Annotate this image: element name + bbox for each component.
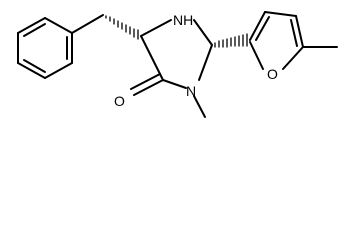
hashed-stereo-bond-c5 — [105, 15, 139, 40]
carbonyl-oxygen-label: O — [114, 93, 125, 109]
amine-nh-label: NH — [173, 12, 193, 28]
furan-ring — [249, 11, 304, 70]
hashed-stereo-bond-c2 — [214, 33, 248, 48]
carbonyl-group — [130, 73, 164, 96]
benzene-ring — [17, 17, 73, 79]
molecule-drawing: NH N O O — [17, 11, 338, 118]
benzyl-chain — [71, 14, 104, 34]
structure-diagram: NH N O O — [17, 11, 338, 118]
n-methyl — [193, 95, 206, 118]
imidazolidinone-ring — [140, 19, 213, 89]
furan-oxygen-label: O — [267, 66, 278, 82]
amide-n-label: N — [186, 83, 196, 99]
